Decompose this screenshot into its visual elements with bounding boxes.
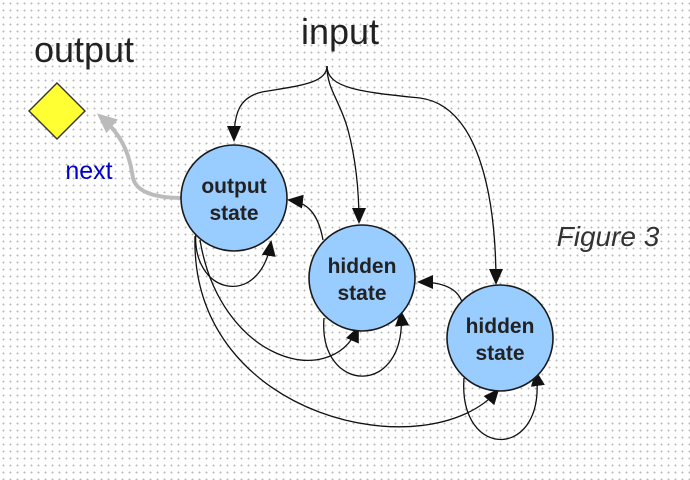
- node-circle: [180, 144, 288, 252]
- edge-output-state-to-hidden2: [194, 235, 500, 428]
- node-circle: [308, 224, 416, 332]
- node-hidden-state-1: hidden state: [308, 224, 416, 332]
- edge-input-to-output-state: [227, 65, 328, 142]
- node-circle: [446, 284, 554, 392]
- next-label: next: [65, 157, 112, 185]
- edge-hidden2-self-loop: [463, 370, 545, 441]
- output-diamond: [28, 82, 86, 140]
- next-arrow: [96, 113, 184, 200]
- edge-output-state-to-hidden1: [199, 239, 359, 361]
- node-label-line1: hidden: [466, 315, 535, 338]
- node-label-line1: output: [201, 175, 266, 198]
- node-label-line2: state: [209, 202, 258, 225]
- node-label-line2: state: [475, 342, 524, 365]
- node-hidden-state-2: hidden state: [446, 284, 554, 392]
- edge-hidden2-to-hidden1: [417, 275, 463, 303]
- edge-input-to-hidden-state-1: [326, 65, 366, 224]
- node-label-line1: hidden: [328, 255, 397, 278]
- input-label: input: [301, 11, 379, 52]
- state-edges: [194, 194, 545, 441]
- edge-output-state-self-loop: [195, 229, 276, 287]
- edge-hidden1-to-output-state: [287, 194, 324, 241]
- input-edges: [227, 65, 503, 285]
- figure-caption: Figure 3: [557, 221, 660, 252]
- edge-input-to-hidden-state-2: [326, 65, 503, 285]
- node-label-line2: state: [337, 282, 386, 305]
- edge-hidden1-self-loop: [323, 310, 410, 377]
- output-label: output: [34, 29, 134, 70]
- node-output-state: output state: [180, 144, 288, 252]
